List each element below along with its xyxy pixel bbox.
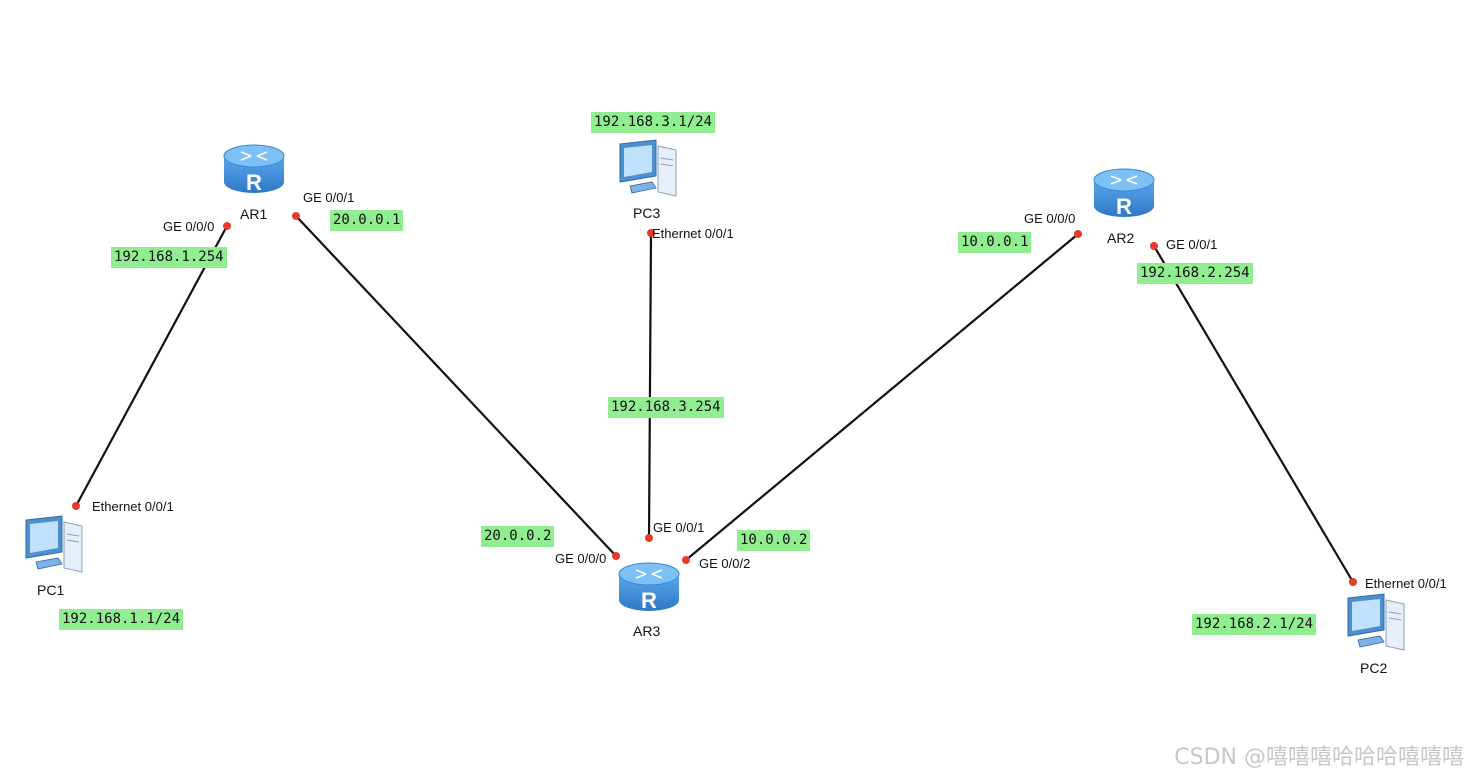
device-label-ar1: AR1 [240,206,268,222]
ip-label-ar3-g001: 192.168.3.254 [608,397,724,418]
port-dot-ar1-g000 [223,222,231,230]
interface-label-pc2-eth: Ethernet 0/0/1 [1365,576,1447,591]
port-dot-ar2-g000 [1074,230,1082,238]
port-dot-ar3-g001 [645,534,653,542]
ip-label-ar2-g000: 10.0.0.1 [958,232,1032,253]
svg-text:R: R [641,588,657,613]
link-ar1-ar3 [295,215,617,557]
port-dot-ar3-g000 [612,552,620,560]
pc-icon [25,515,83,573]
ip-label-ar3-g000: 20.0.0.2 [481,526,555,547]
ip-label-pc3: 192.168.3.1/24 [591,112,716,133]
interface-label-ar1-g000: GE 0/0/0 [163,219,215,234]
ip-label-pc2: 192.168.2.1/24 [1192,614,1317,635]
pc-icon [619,139,677,197]
interface-label-ar2-g000: GE 0/0/0 [1024,211,1076,226]
device-label-ar3: AR3 [633,623,661,639]
port-dot-pc2-eth [1349,578,1357,586]
router-icon: R [223,144,285,195]
device-label-pc2: PC2 [1360,660,1388,676]
link-pc3-ar3 [647,232,653,539]
port-dot-pc3-eth [647,229,655,237]
link-ar1-pc1 [75,225,228,507]
device-label-pc1: PC1 [37,582,65,598]
interface-label-pc3-eth: Ethernet 0/0/1 [652,226,734,241]
interface-label-ar3-g000: GE 0/0/0 [555,551,607,566]
port-dot-pc1-eth [72,502,80,510]
watermark-text: CSDN @嘻嘻嘻哈哈哈嘻嘻嘻 [1174,745,1464,770]
device-label-ar2: AR2 [1107,230,1135,246]
port-dot-ar3-g002 [682,556,690,564]
interface-label-ar3-g002: GE 0/0/2 [699,556,751,571]
port-dot-ar2-g001 [1150,242,1158,250]
svg-text:R: R [246,170,262,195]
device-label-pc3: PC3 [633,205,661,221]
ip-label-pc1: 192.168.1.1/24 [59,609,184,630]
interface-label-ar1-g001: GE 0/0/1 [303,190,355,205]
link-ar3-ar2 [685,233,1079,561]
ip-label-ar3-g002: 10.0.0.2 [737,530,811,551]
svg-text:R: R [1116,194,1132,219]
pc-icon [1347,593,1405,651]
ip-label-ar1-g000: 192.168.1.254 [111,247,227,268]
interface-label-pc1-eth: Ethernet 0/0/1 [92,499,174,514]
port-dot-ar1-g001 [292,212,300,220]
ip-label-ar2-g001: 192.168.2.254 [1137,263,1253,284]
router-icon: R [1093,168,1155,219]
interface-label-ar3-g001: GE 0/0/1 [653,520,705,535]
router-icon: R [618,562,680,613]
interface-label-ar2-g001: GE 0/0/1 [1166,237,1218,252]
link-ar2-pc2 [1153,245,1354,583]
ip-label-ar1-g001: 20.0.0.1 [330,210,404,231]
